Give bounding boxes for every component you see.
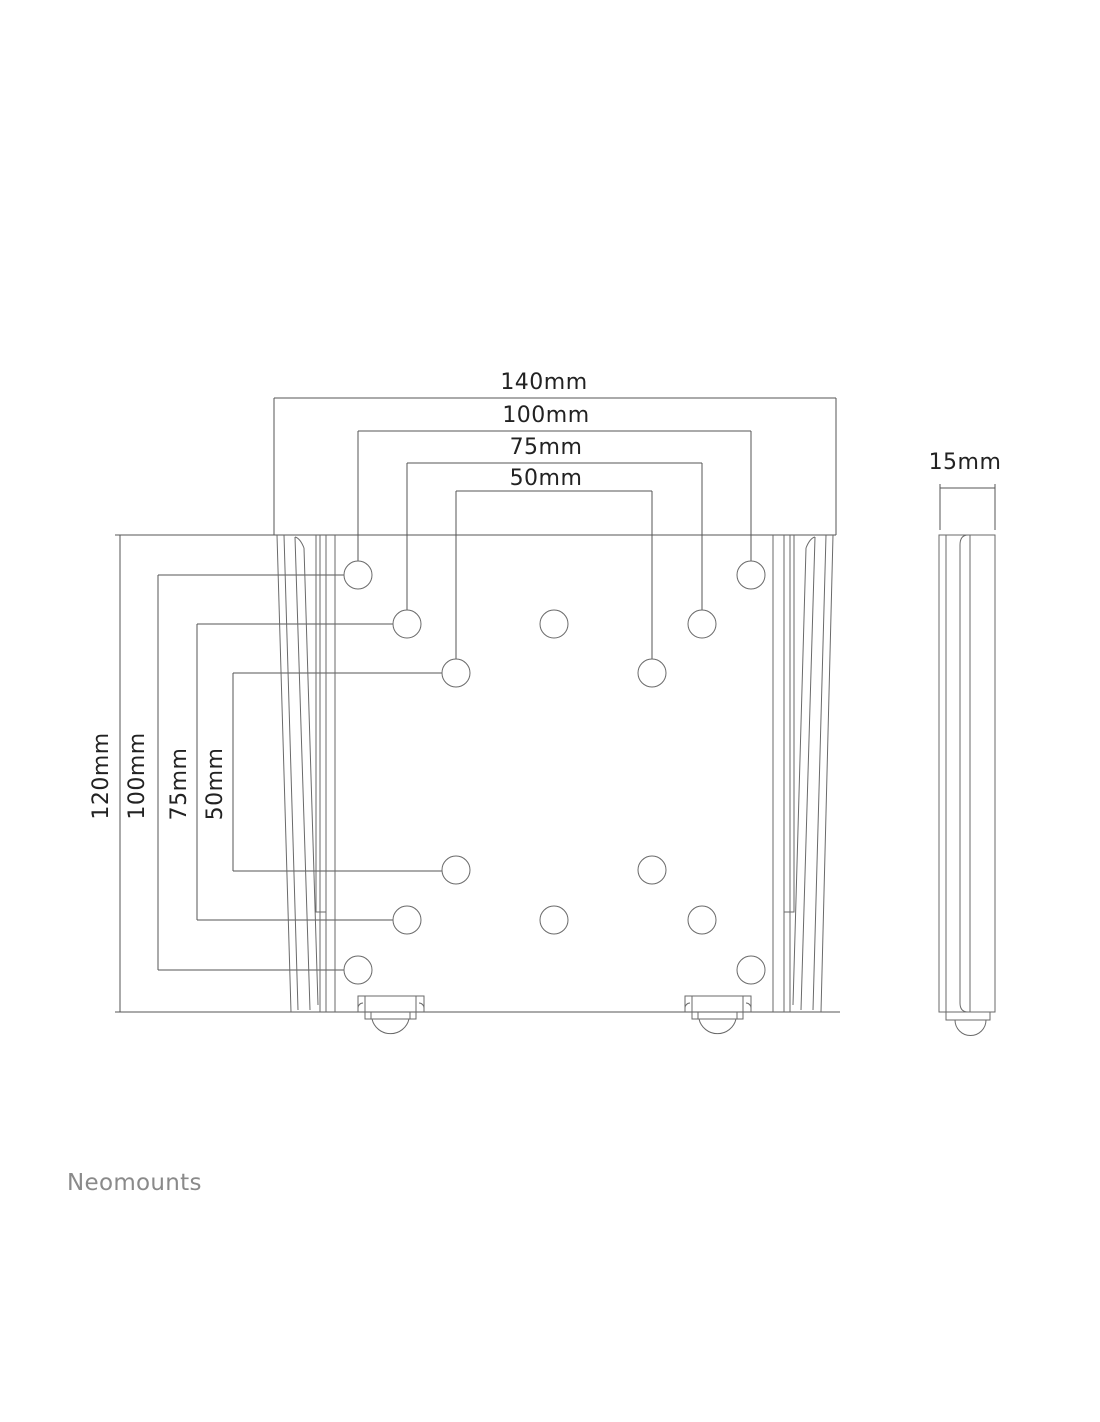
hole-100 (736, 560, 766, 590)
dim-label-width-140: 140mm (500, 370, 587, 395)
dim-label-depth-15: 15mm (929, 450, 1002, 475)
dim-label-height-50: 50mm (203, 748, 228, 821)
hole-50 (637, 855, 667, 885)
hole-75 (687, 609, 717, 639)
dim-label-width-75: 75mm (510, 435, 583, 460)
hole-center (539, 609, 569, 639)
hole-75 (392, 609, 422, 639)
dim-label-height-120: 120mm (89, 732, 114, 819)
hole-100 (736, 955, 766, 985)
bottom-hook-right (684, 995, 752, 1035)
hole-50 (637, 658, 667, 688)
plate-front-view (276, 534, 834, 1013)
hole-100 (343, 560, 373, 590)
hole-75 (392, 905, 422, 935)
vesa-holes (343, 560, 766, 985)
plate-side-view (938, 484, 996, 1036)
bottom-hook-left (357, 995, 425, 1035)
hole-100 (343, 955, 373, 985)
hole-50 (441, 855, 471, 885)
dim-label-height-100: 100mm (125, 732, 150, 819)
dim-label-height-75: 75mm (167, 748, 192, 821)
brand-logo: Neomounts (67, 1170, 202, 1196)
vertical-dimension-lines (115, 534, 840, 1013)
dim-label-width-100: 100mm (502, 403, 589, 428)
hole-75 (687, 905, 717, 935)
hole-50 (441, 658, 471, 688)
horizontal-dimension-lines (273, 397, 837, 659)
dim-label-width-50: 50mm (510, 466, 583, 491)
hole-center (539, 905, 569, 935)
